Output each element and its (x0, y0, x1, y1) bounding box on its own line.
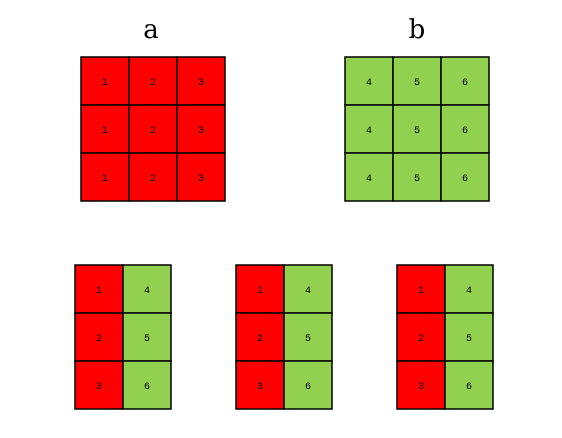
combined-grid-2-cell-number: 4 (305, 286, 311, 297)
grid-a-cell (176, 152, 226, 202)
combined-grid-2-cell-number: 3 (257, 382, 263, 393)
grid-b-cell-number: 4 (366, 78, 372, 89)
grid-a-cell-number: 3 (198, 78, 204, 89)
grid-a-cell-number: 3 (198, 174, 204, 185)
combined-grid-1-cell-number: 3 (96, 382, 102, 393)
grid-b-cell (440, 56, 490, 106)
combined-grid-1-cell-number: 1 (96, 286, 102, 297)
combined-grid-2-cell (235, 360, 285, 410)
combined-grid-3-cell-number: 4 (466, 286, 472, 297)
grid-a-cell (80, 152, 130, 202)
grid-a-label: a (143, 15, 159, 45)
grid-a-cell-number: 1 (102, 78, 108, 89)
combined-grid-2-cell (283, 360, 333, 410)
combined-grid-1-cell-number: 4 (144, 286, 150, 297)
grid-a-cell (80, 56, 130, 106)
combined-grid-1-cell (74, 360, 124, 410)
grid-b-label: b (409, 15, 426, 45)
combined-grid-3-cell-number: 6 (466, 382, 472, 393)
grid-b-cell-number: 4 (366, 174, 372, 185)
grid-cells: 1 2 3 1 2 3 1 2 3 4 5 6 4 5 6 4 5 6 1 4 2 5 3 6 1 4 2 5 3 6 1 4 2 5 3 6 (74, 56, 494, 410)
grid-a-cell-number: 1 (102, 126, 108, 137)
combined-grid-3-cell-number: 2 (418, 334, 424, 345)
grid-b-cell-number: 6 (462, 78, 468, 89)
combined-grid-1-cell (122, 360, 172, 410)
combined-grid-2-cell-number: 2 (257, 334, 263, 345)
grid-a-cell (176, 104, 226, 154)
combined-grid-2-cell-number: 6 (305, 382, 311, 393)
combined-grid-1-cell (74, 264, 124, 314)
grid-a-cell (128, 152, 178, 202)
grid-a-cell-number: 2 (150, 78, 156, 89)
grid-b-cell-number: 5 (414, 126, 420, 137)
grid-a-cell-number: 2 (150, 174, 156, 185)
grid-b-cell-number: 5 (414, 174, 420, 185)
grid-b-cell (344, 56, 394, 106)
combined-grid-2-cell (283, 264, 333, 314)
combined-grid-3-cell-number: 3 (418, 382, 424, 393)
combined-grid-1-cell (122, 312, 172, 362)
combined-grid-3-cell-number: 5 (466, 334, 472, 345)
grid-b-cell-number: 6 (462, 126, 468, 137)
combined-grid-3-cell (396, 360, 446, 410)
combined-grid-2-cell-number: 1 (257, 286, 263, 297)
grid-a-cell (128, 56, 178, 106)
grid-a-cell-number: 1 (102, 174, 108, 185)
combined-grid-1-cell (122, 264, 172, 314)
combined-grid-1-cell (74, 312, 124, 362)
grid-a-cell-number: 2 (150, 126, 156, 137)
combined-grid-3-cell-number: 1 (418, 286, 424, 297)
combined-grid-2-cell (235, 312, 285, 362)
grid-b-cell (344, 152, 394, 202)
combined-grid-1-cell-number: 2 (96, 334, 102, 345)
combined-grid-1-cell-number: 5 (144, 334, 150, 345)
combined-grid-2-cell-number: 5 (305, 334, 311, 345)
grid-b-cell (392, 152, 442, 202)
combined-grid-3-cell (396, 264, 446, 314)
grid-a-cell-number: 3 (198, 126, 204, 137)
grid-b-cell-number: 5 (414, 78, 420, 89)
grid-b-cell-number: 4 (366, 126, 372, 137)
combined-grid-3-cell (444, 360, 494, 410)
grid-b-cell (440, 152, 490, 202)
grid-b-cell (392, 104, 442, 154)
grid-b-cell-number: 6 (462, 174, 468, 185)
combined-grid-1-cell-number: 6 (144, 382, 150, 393)
